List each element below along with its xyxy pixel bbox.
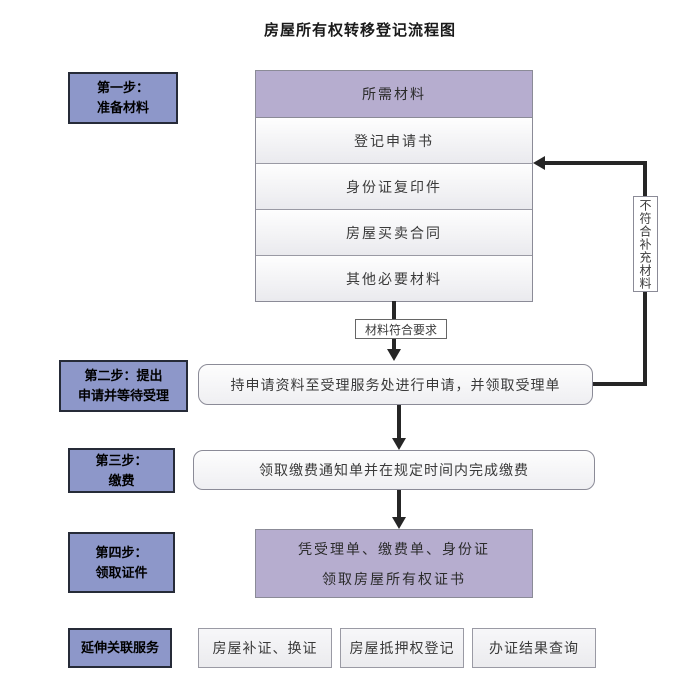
page-title: 房屋所有权转移登记流程图 — [263, 22, 456, 39]
feedback-line-bottom — [593, 382, 647, 386]
services-label-box: 延伸关联服务 — [68, 628, 172, 668]
step2-line2: 申请并等待受理 — [77, 388, 169, 403]
step3-line1: 第三步： — [95, 452, 148, 468]
materials-stack: 所需材料 登记申请书 身份证复印件 房屋买卖合同 其他必要材料 — [255, 70, 533, 302]
service-item-mortgage: 房屋抵押权登记 — [340, 628, 464, 668]
step4-result-box: 凭受理单、缴费单、身份证 领取房屋所有权证书 — [255, 529, 533, 598]
feedback-arrow-head — [533, 156, 545, 170]
step1-label-box: 第一步： 准备材料 — [68, 72, 178, 124]
service-item-query: 办证结果查询 — [472, 628, 596, 668]
materials-not-ok-label: 不符合补充材料 — [633, 196, 658, 292]
step4-line1: 第四步： — [95, 544, 148, 560]
step1-line1: 第一步： — [96, 80, 149, 95]
step3-line2: 缴费 — [108, 472, 135, 488]
step3-label-box: 第三步： 缴费 — [68, 448, 175, 493]
arrow-materials-to-step2-head — [387, 349, 401, 361]
arrow-step3-to-step4-line — [397, 490, 401, 518]
material-item: 房屋买卖合同 — [256, 210, 532, 256]
step1-line2: 准备材料 — [96, 100, 149, 115]
materials-ok-label: 材料符合要求 — [355, 319, 447, 339]
step2-label-box: 第二步：提出 申请并等待受理 — [59, 360, 188, 412]
materials-header: 所需材料 — [256, 71, 532, 118]
arrow-step3-to-step4-head — [392, 517, 406, 529]
arrow-step2-to-step3-head — [392, 438, 406, 450]
material-item: 登记申请书 — [256, 118, 532, 164]
material-item: 其他必要材料 — [256, 256, 532, 301]
material-item: 身份证复印件 — [256, 164, 532, 210]
step4-line2: 领取证件 — [95, 564, 148, 580]
service-item-reissue: 房屋补证、换证 — [198, 628, 332, 668]
step3-process-box: 领取缴费通知单并在规定时间内完成缴费 — [193, 450, 595, 490]
step4-result-line1: 凭受理单、缴费单、身份证 — [298, 540, 490, 557]
step4-label-box: 第四步： 领取证件 — [68, 532, 175, 593]
feedback-line-top — [544, 161, 647, 165]
step2-process-box: 持申请资料至受理服务处进行申请，并领取受理单 — [198, 364, 593, 405]
step2-line1: 第二步：提出 — [84, 368, 163, 383]
arrow-step2-to-step3-line — [397, 405, 401, 439]
step4-result-line2: 领取房屋所有权证书 — [322, 570, 466, 587]
